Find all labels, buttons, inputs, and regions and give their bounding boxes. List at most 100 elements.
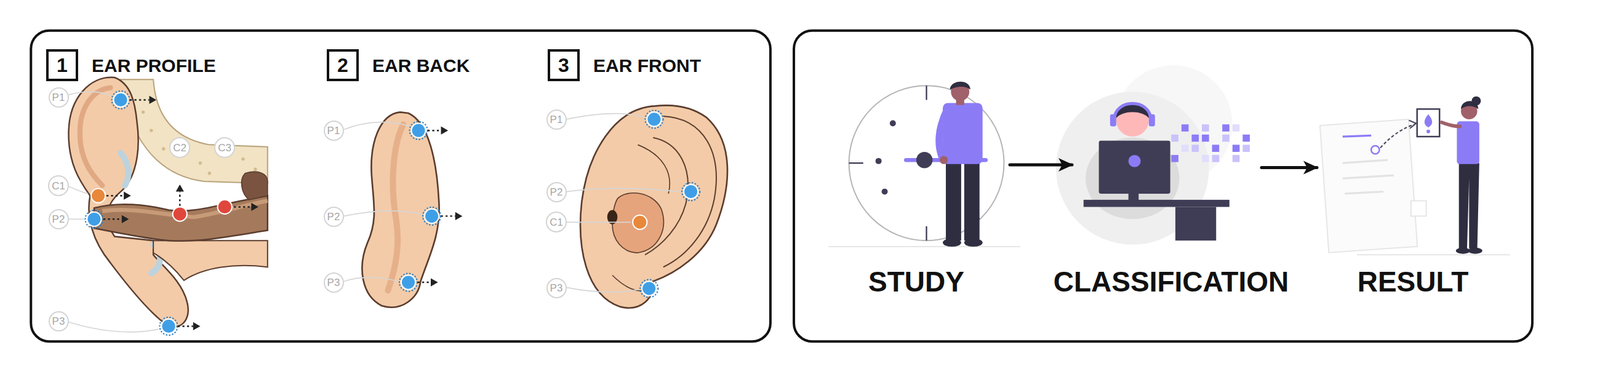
dial-tick [925, 226, 927, 241]
sensor-dot [646, 112, 661, 127]
report-line [1342, 135, 1372, 137]
direction-arrow [233, 206, 252, 208]
sensor-dot [217, 200, 232, 215]
data-pixel [1171, 134, 1179, 143]
data-pixel [1201, 155, 1210, 163]
callout-label: P3 [550, 283, 564, 294]
callout-circle: C1 [48, 175, 69, 197]
sensor-ring [112, 91, 130, 109]
bone-speckle [241, 157, 245, 161]
callout-circle: P2 [323, 206, 344, 228]
report-line [1342, 160, 1388, 164]
callout-label: C3 [217, 142, 232, 154]
person-arm [1441, 122, 1461, 127]
arrow-head [121, 215, 130, 224]
panel-number: 3 [558, 55, 570, 76]
sensor-dot [683, 184, 698, 199]
callout-circle: P2 [48, 209, 69, 230]
dial-hub [916, 152, 933, 169]
person-legs [1459, 163, 1480, 249]
fold-line [637, 144, 670, 194]
ground-line [1356, 254, 1511, 256]
callout-label: C1 [549, 217, 564, 228]
data-pixel [1232, 155, 1240, 163]
leader-line [566, 221, 631, 223]
temporal-bone [120, 79, 268, 184]
data-pixel [1181, 144, 1189, 152]
heading-holder: EAR PROFILE [91, 55, 216, 76]
bone-speckle [198, 161, 202, 165]
desk-drawer [1175, 206, 1216, 241]
stage-label: STUDY [868, 266, 965, 298]
direction-arrow [103, 218, 122, 220]
stage-figure: RESULT [1323, 92, 1490, 254]
arrow-head [441, 126, 449, 135]
sensor-dot [401, 275, 416, 290]
callout-circle: C1 [545, 211, 567, 233]
report-marker [1371, 145, 1380, 154]
bone-speckle [161, 147, 165, 151]
direction-arrow [427, 129, 442, 132]
person-bun [1471, 96, 1481, 106]
sensor-ring [409, 121, 428, 140]
callout-circle: P3 [546, 278, 567, 299]
data-pixel [1201, 124, 1210, 132]
bone-speckle [149, 129, 153, 133]
stage-figure: STUDY [848, 85, 1004, 241]
panel-number: 1 [56, 55, 68, 76]
data-pixel [1201, 134, 1210, 143]
alert-card [1417, 108, 1440, 137]
sensor-dot [411, 123, 426, 138]
person-leg [964, 161, 980, 241]
helix-line [663, 116, 717, 268]
sensor-ring [640, 279, 658, 298]
sensor-dot [641, 281, 656, 296]
sensor-dot [161, 319, 176, 334]
direction-arrow [417, 281, 431, 284]
callout-label: C2 [172, 142, 187, 154]
callout-label: P1 [550, 114, 564, 125]
cartilage [120, 153, 128, 186]
dial-dot [875, 158, 882, 165]
leader-line [566, 113, 644, 120]
callout-circle: P1 [546, 109, 567, 130]
callout-circle: P2 [546, 182, 567, 203]
arrow-head [176, 184, 184, 192]
head-skin [153, 240, 268, 281]
leader-line [68, 91, 111, 96]
callout-circle: C3 [214, 137, 236, 159]
person-leg [945, 161, 962, 241]
sensor-dot [113, 92, 128, 108]
dial-tick [925, 85, 927, 100]
data-pixel [1242, 134, 1250, 143]
callout-circle: P1 [323, 120, 344, 141]
data-pixel [1171, 155, 1179, 163]
monitor [1099, 140, 1171, 194]
callout-label: P2 [52, 214, 66, 225]
arrow-head [455, 212, 463, 221]
ear-canal [94, 195, 268, 242]
callout-label: P3 [52, 316, 66, 327]
dial-tick [849, 162, 864, 164]
sensor-ring [422, 207, 441, 226]
ground-line [828, 246, 1021, 248]
panel-heading: EAR BACK [372, 55, 470, 76]
direction-arrow [177, 325, 194, 327]
flow-arrow [1261, 166, 1317, 170]
sensor-ring [644, 110, 663, 128]
person-shoe [964, 238, 983, 247]
sensor-ring [159, 317, 178, 336]
flow-arrow [1009, 163, 1072, 167]
sensor-ring [84, 210, 103, 229]
inner-ear [241, 171, 268, 200]
small-card [1411, 201, 1427, 217]
desk [1083, 200, 1230, 208]
data-pixel [1212, 144, 1220, 152]
callout-circle: P1 [48, 87, 69, 108]
callout-label: P2 [550, 187, 564, 198]
arrow-head [149, 96, 157, 104]
ear-front [580, 105, 728, 308]
panel-number: 2 [337, 55, 349, 76]
